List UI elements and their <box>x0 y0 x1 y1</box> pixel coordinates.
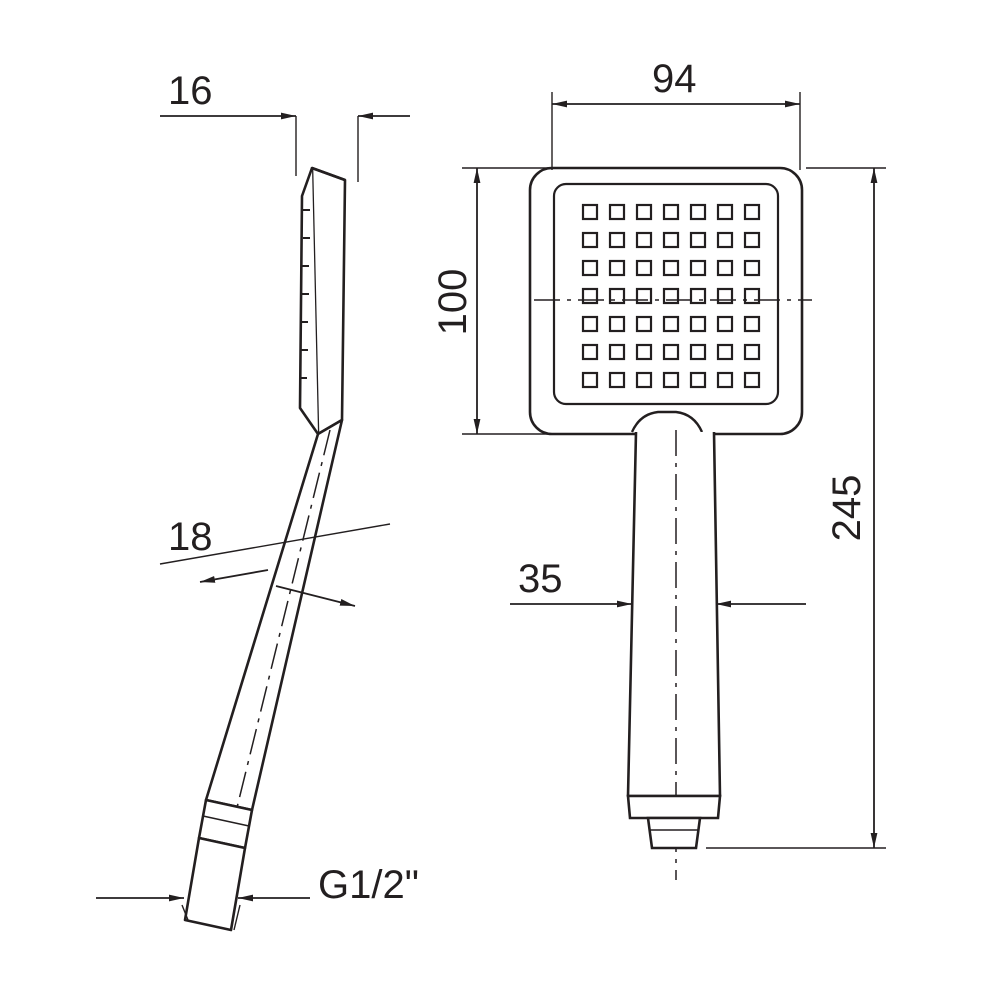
dimension-18-label: 18 <box>168 515 213 559</box>
side-view-spray-head <box>298 166 347 436</box>
dimension-g12-label: G1/2" <box>318 863 419 907</box>
front-view-nozzle-grid <box>581 203 761 389</box>
dimension-18: 18 <box>159 515 391 607</box>
dimension-35: 35 <box>510 557 806 608</box>
dimension-245: 245 <box>706 167 886 849</box>
side-view-nozzle-marks <box>300 209 310 379</box>
front-view-inlet <box>626 794 722 850</box>
front-view-spray-head <box>528 166 804 436</box>
front-view: 94 100 245 35 <box>431 57 886 880</box>
dimension-16: 16 <box>160 69 410 182</box>
dimension-16-label: 16 <box>168 69 213 113</box>
dimension-94-label: 94 <box>652 57 697 101</box>
dimension-94: 94 <box>551 57 801 170</box>
dimension-35-label: 35 <box>518 557 563 601</box>
dimension-245-label: 245 <box>825 475 869 542</box>
dimension-100: 100 <box>431 167 556 435</box>
side-view-inlet-collar <box>183 798 254 932</box>
dimension-g12: G1/2" <box>96 863 419 931</box>
dimension-100-label: 100 <box>431 269 475 336</box>
side-view: 16 18 G1/2" <box>96 69 419 932</box>
